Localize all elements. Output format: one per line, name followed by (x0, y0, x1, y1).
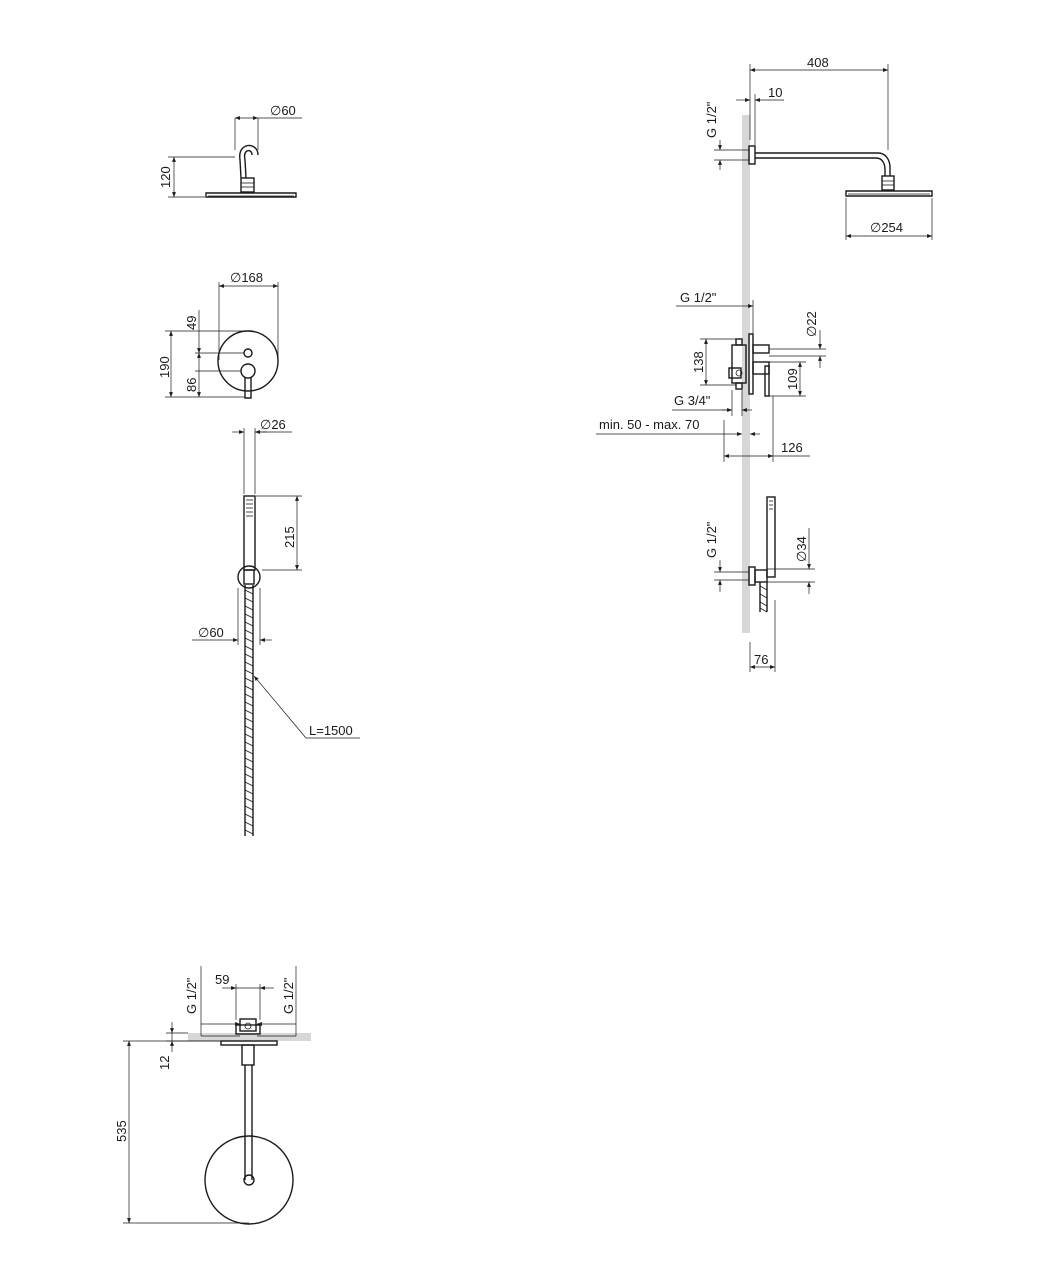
valve-height-label: 138 (691, 351, 706, 373)
hand-diameter-label: ∅26 (260, 417, 286, 432)
head-top-dimensions: ∅60 120 (158, 103, 302, 198)
side-section-view (728, 115, 933, 633)
valve-projection-label: 126 (781, 440, 803, 455)
plan-offset-label: 12 (157, 1056, 172, 1070)
elbow-thread-label: G 1/2" (704, 521, 719, 558)
mixer-height-label: 190 (157, 356, 172, 378)
plan-spacing-label: 59 (215, 972, 229, 987)
mixer-diameter-label: ∅168 (230, 270, 263, 285)
arm-offset-label: 10 (768, 85, 782, 100)
hand-shower-dimensions: ∅26 215 ∅60 L=1500 (192, 417, 360, 739)
hand-length-label: 215 (282, 526, 297, 548)
mixer-plate-front-view (217, 330, 279, 399)
knob-diameter-label: ∅22 (804, 311, 819, 337)
arm-thread-label: G 1/2" (704, 101, 719, 138)
valve-outlet-thread-label: G 1/2" (680, 290, 717, 305)
side-section-dimensions: 408 10 G 1/2" ∅254 G 1/2" ∅22 138 (596, 55, 933, 672)
mixer-lower-label: 86 (184, 378, 199, 392)
head-diameter-label: ∅254 (870, 220, 903, 235)
arm-length-label: 408 (807, 55, 829, 70)
mixer-dimensions: ∅168 49 190 86 (157, 270, 279, 398)
head-top-height-label: 120 (158, 166, 173, 188)
elbow-projection-label: 76 (754, 652, 768, 667)
head-top-diameter-label: ∅60 (270, 103, 296, 118)
plan-dimensions: 59 G 1/2" G 1/2" 12 535 (114, 966, 297, 1224)
plan-thread-right-label: G 1/2" (281, 977, 296, 1014)
hose-length-label: L=1500 (309, 723, 353, 738)
elbow-diameter-label: ∅34 (794, 536, 809, 562)
plan-view (188, 1018, 311, 1225)
mixer-upper-label: 49 (184, 316, 199, 330)
hand-shower-front-view (237, 495, 261, 836)
plan-thread-left-label: G 1/2" (184, 977, 199, 1014)
holder-diameter-label: ∅60 (198, 625, 224, 640)
plan-arm-length-label: 535 (114, 1120, 129, 1142)
install-depth-label: min. 50 - max. 70 (599, 417, 699, 432)
knob-height-label: 109 (785, 368, 800, 390)
shower-head-front-view (205, 144, 297, 198)
valve-inlet-thread-label: G 3/4" (674, 393, 711, 408)
